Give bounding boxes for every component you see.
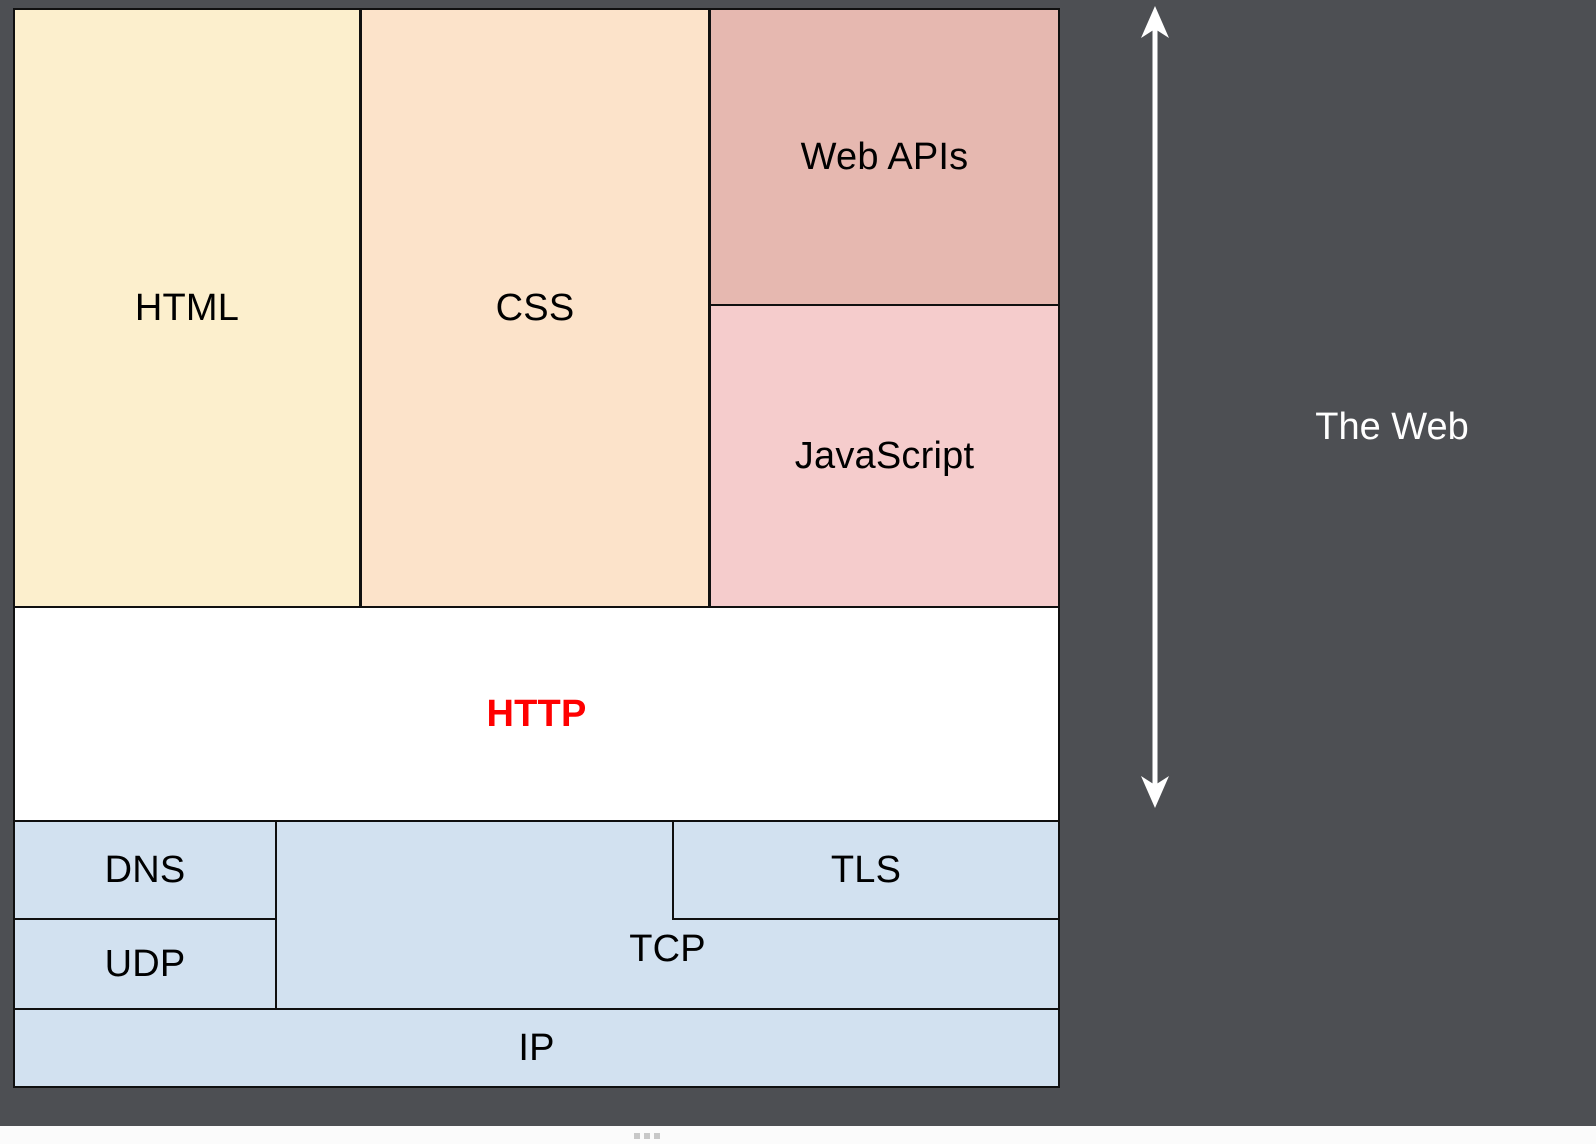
block-tls-label: TLS: [830, 849, 902, 891]
block-http[interactable]: HTTP: [13, 606, 1060, 822]
block-http-label: HTTP: [486, 693, 587, 735]
block-javascript-label: JavaScript: [794, 435, 975, 477]
block-ip-label: IP: [518, 1027, 555, 1069]
block-ip[interactable]: IP: [13, 1008, 1060, 1088]
canvas-bottom-strip: [0, 1126, 1596, 1144]
handle-dot: [634, 1133, 640, 1139]
block-css[interactable]: CSS: [360, 8, 710, 608]
resize-handle-dots[interactable]: [634, 1133, 660, 1139]
block-tls[interactable]: TLS: [672, 820, 1060, 920]
block-udp[interactable]: UDP: [13, 918, 277, 1010]
handle-dot: [644, 1133, 650, 1139]
block-css-label: CSS: [495, 287, 575, 329]
annotation-the-web: The Web: [1315, 406, 1469, 448]
block-javascript[interactable]: JavaScript: [709, 304, 1060, 608]
block-html[interactable]: HTML: [13, 8, 361, 608]
block-dns-label: DNS: [104, 849, 186, 891]
double-headed-arrow-icon: [1131, 4, 1179, 810]
handle-dot: [654, 1133, 660, 1139]
block-tcp-label: TCP: [629, 928, 706, 970]
block-web-apis[interactable]: Web APIs: [709, 8, 1060, 306]
stack-diagram: HTML CSS Web APIs JavaScript HTTP TCP DN…: [13, 8, 1060, 1115]
block-html-label: HTML: [134, 287, 240, 329]
block-udp-label: UDP: [104, 943, 186, 985]
block-dns[interactable]: DNS: [13, 820, 277, 920]
block-web-apis-label: Web APIs: [800, 136, 969, 178]
